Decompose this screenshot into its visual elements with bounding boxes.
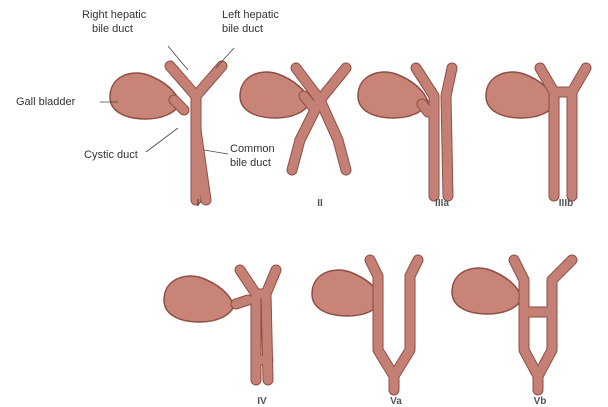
type-label-iv: IV: [257, 396, 267, 407]
biliary-tree-type-iv: [236, 270, 276, 380]
type-label-iiia: IIIa: [435, 198, 449, 209]
panel-type-iiia: [358, 68, 452, 196]
label-left-hepatic-line2: bile duct: [222, 23, 263, 35]
type-label-vb: Vb: [534, 396, 547, 407]
type-label-va: Va: [390, 396, 402, 407]
gallbladder: [452, 268, 522, 314]
panel-type-iiib: [486, 68, 586, 196]
leader-cystic-duct: [146, 128, 178, 152]
biliary-tree-type-iiib: [540, 68, 586, 196]
biliary-tree-type-va: [370, 260, 418, 390]
biliary-tree-type-vb: [514, 260, 572, 390]
label-common-bile-duct-line1: Common: [230, 143, 275, 155]
type-label-ii: II: [317, 198, 323, 209]
leader-common-bile-duct: [204, 150, 228, 154]
label-right-hepatic-line1: Right hepatic: [82, 9, 147, 21]
label-common-bile-duct-line2: bile duct: [230, 157, 271, 169]
type-label-iiib: IIIb: [559, 198, 573, 209]
label-left-hepatic-line1: Left hepatic: [222, 9, 279, 21]
label-right-hepatic-line2: bile duct: [92, 23, 133, 35]
gallbladder: [164, 276, 234, 322]
gallbladder: [110, 73, 180, 119]
label-cystic-duct: Cystic duct: [84, 149, 138, 161]
label-gallbladder: Gall bladder: [16, 96, 76, 108]
panel-type-va: [312, 260, 418, 390]
biliary-tree-type-i: [170, 66, 222, 200]
type-label-i: I: [197, 198, 200, 209]
panel-type-i: [110, 66, 222, 200]
panel-type-vb: [452, 260, 572, 390]
biliary-tree-type-iiia: [416, 68, 452, 196]
panel-type-iv: [164, 270, 276, 380]
biliary-tree-type-ii: [292, 68, 346, 170]
gallbladder: [312, 270, 382, 316]
